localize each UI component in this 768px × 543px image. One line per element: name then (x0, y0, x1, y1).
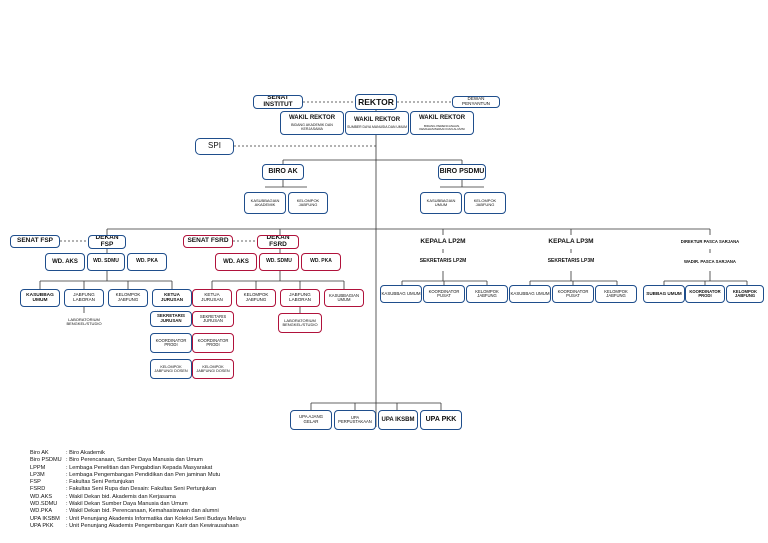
dewan-penyantun-box: DEWAN PENYANTUN (452, 96, 500, 108)
biro-psdmu-kelompok-box: KELOMPOK JABFUNG (464, 192, 506, 214)
fsp-laboratorium-label: LABORATORIUM BENGKEL/STUDIO (66, 316, 102, 326)
fsrd-ketua-jurusan-box: KETUA JURUSAN (192, 289, 232, 307)
fsp-wd-pka-box: WD. PKA (127, 253, 167, 271)
legend-value: : Unit Penunjang Akademis Pengembangan K… (66, 522, 239, 529)
biro-ak-kasubbag-box: KASUBBAGIAN AKADEMIK (244, 192, 286, 214)
legend-value: : Biro Akademik (66, 450, 105, 456)
legend-value: : Fakultas Seni Rupa dan Desain: Fakulta… (66, 486, 217, 493)
legend-key: Biro AK (30, 450, 49, 456)
fsp-kelompok-dosen-box: KELOMPOK JABFUNG/ DOSEN (150, 359, 192, 379)
fsrd-wd-sdmu-box: WD. SDMU (259, 253, 299, 271)
senat-fsp-box: SENAT FSP (10, 235, 60, 248)
fsp-kelompok-jabfung-box: KELOMPOK JABFUNG (108, 289, 148, 307)
legend-value: : Unit Penunjang Akademis Informatika da… (66, 515, 246, 522)
legend-row: FSP : Fakultas Seni Pertunjukan (30, 479, 246, 486)
legend-key: WD.PKA (30, 508, 53, 515)
legend-row: Biro AK : Biro Akademik (30, 450, 246, 457)
legend-key: UPA PKK (30, 522, 54, 529)
fsp-sekretaris-jurusan-box: SEKRETARIS JURUSAN (150, 311, 192, 327)
legend-value: : Fakultas Seni Pertunjukan (66, 479, 135, 486)
fsp-wd-aks-box: WD. AKS (45, 253, 85, 271)
wakil-rektor-sub: BIDANG PERENCANAAN, KEMAHASISWAAN DAN AL… (419, 123, 465, 131)
fsrd-laboratorium-box: LABORATORIUM BENGKEL/STUDIO (278, 313, 322, 333)
fsp-jabfung-laboran-box: JABFUNG LABORAN (64, 289, 104, 307)
biro-psdmu-kasubbag-box: KASUBBAGIAN UMUM (420, 192, 462, 214)
lp3m-kasubbag-box: KASUBBAG UMUM (509, 285, 551, 303)
fsrd-wd-aks-box: WD. AKS (215, 253, 257, 271)
legend-key: FSRD (30, 486, 46, 493)
fsrd-wd-pka-box: WD. PKA (301, 253, 341, 271)
wakil-rektor-title: WAKIL REKTOR (288, 114, 336, 121)
legend-key: UPA IKSBM (30, 515, 60, 522)
legend-value: : Lembaga Pengembangan Pendidikan dan Pe… (66, 471, 221, 478)
upa-iksbm-box: UPA IKSBM (378, 410, 418, 430)
lp2m-kasubbag-box: KASUBBAG UMUM (380, 285, 422, 303)
legend-row: UPA PKK : Unit Penunjang Akademis Pengemb… (30, 523, 246, 530)
legend-row: LPPM : Lembaga Penelitian dan Pengabdian … (30, 465, 246, 472)
biro-ak-kelompok-box: KELOMPOK JABFUNG (288, 192, 328, 214)
lp3m-koordinator-box: KOORDINATOR PUSAT (552, 285, 594, 303)
legend-value: : Wakil Dekan bid. Akademis dan Kerjasam… (66, 493, 176, 500)
legend-row: FSRD : Fakultas Seni Rupa dan Desain: Fak… (30, 486, 246, 493)
wakil-rektor-title: WAKIL REKTOR (418, 115, 466, 122)
dekan-fsp-box: DEKAN FSP (88, 235, 126, 249)
legend-value: : Lembaga Penelitian dan Pengabdian Kepa… (66, 464, 213, 471)
senat-institut-box: SENAT INSTITUT (253, 95, 303, 109)
senat-fsrd-box: SENAT FSRD (183, 235, 233, 248)
wakil-rektor-perencanaan-box: WAKIL REKTOR BIDANG PERENCANAAN, KEMAHAS… (410, 111, 474, 135)
legend-row: WD.SDMU : Wakil Dekan Sumber Daya Manusia… (30, 501, 246, 508)
wakil-rektor-sdm-box: WAKIL REKTOR SUMBER DAYA MANUSIA DAN UMU… (345, 111, 409, 135)
legend-value: : Wakil Dekan bid. Perencanaan, Kemahasi… (66, 508, 219, 515)
lp3m-kelompok-box: KELOMPOK JABFUNG (595, 285, 637, 303)
legend-row: LP3M : Lembaga Pengembangan Pendidikan da… (30, 472, 246, 479)
spi-box: SPI (195, 138, 234, 155)
upa-pkk-box: UPA PKK (420, 410, 462, 430)
pasca-koordinator-box: KOORDINATOR PRODI (685, 285, 725, 303)
dekan-fsrd-box: DEKAN FSRD (257, 235, 299, 249)
fsp-koordinator-prodi-box: KOORDINATOR PRODI (150, 333, 192, 353)
sekretaris-lp2m-label: SEKRETARIS LP2M (419, 258, 467, 265)
pasca-kelompok-box: KELOMPOK JABFUNG (726, 285, 764, 303)
pasca-subbag-box: SUBBAG UMUM (643, 285, 685, 303)
kepala-lp3m-label: KEPALA LP3M (548, 237, 594, 245)
legend-value: : Biro Perencanaan, Sumber Daya Manusia … (66, 457, 203, 464)
upa-ajang-gelar-box: UPA AJANG GELAR (290, 410, 332, 430)
wakil-rektor-sub: SUMBER DAYA MANUSIA DAN UMUM (347, 124, 407, 129)
fsp-kasubbag-umum-box: KASUBBAG UMUM (20, 289, 60, 307)
fsrd-kelompok-dosen-box: KELOMPOK JABFUNG/ DOSEN (192, 359, 234, 379)
lp2m-koordinator-box: KOORDINATOR PUSAT (423, 285, 465, 303)
wakil-rektor-title: WAKIL REKTOR (353, 116, 401, 123)
kepala-lp2m-label: KEPALA LP2M (420, 237, 466, 245)
fsrd-kelompok-jabfung-box: KELOMPOK JABFUNG (236, 289, 276, 307)
fsrd-sekretaris-jurusan-box: SEKRETARIS JURUSAN (192, 311, 234, 327)
legend-key: LPPM (30, 464, 46, 471)
legend-row: UPA IKSBM : Unit Penunjang Akademis Infor… (30, 516, 246, 523)
fsrd-jabfung-laboran-box: JABFUNG LABORAN (280, 289, 320, 307)
legend-row: WD.AKS : Wakil Dekan bid. Akademis dan Ke… (30, 494, 246, 501)
legend-key: LP3M (30, 471, 45, 478)
direktur-pasca-label: DIREKTUR PASCA SARJANA (680, 238, 740, 244)
biro-psdmu-box: BIRO PSDMU (438, 164, 486, 180)
legend-key: Biro PSDMU (30, 457, 62, 464)
legend-key: WD.AKS (30, 493, 53, 500)
legend-row: Biro PSDMU : Biro Perencanaan, Sumber Day… (30, 457, 246, 464)
legend-row: WD.PKA : Wakil Dekan bid. Perencanaan, Ke… (30, 508, 246, 515)
lp2m-kelompok-box: KELOMPOK JABFUNG (466, 285, 508, 303)
legend-key: FSP (30, 479, 41, 486)
legend-value: : Wakil Dekan Sumber Daya Manusia dan Um… (66, 501, 188, 508)
fsp-wd-sdmu-box: WD. SDMU (87, 253, 125, 271)
rektor-box: REKTOR (355, 94, 397, 110)
wakil-rektor-akademik-box: WAKIL REKTOR BIDANG AKADEMIK DAN KERJASA… (280, 111, 344, 135)
biro-ak-box: BIRO AK (262, 164, 304, 180)
fsp-ketua-jurusan-box: KETUA JURUSAN (152, 289, 192, 307)
abbreviation-legend: Biro AK : Biro Akademik Biro PSDMU : Biro … (30, 450, 246, 530)
fsrd-koordinator-prodi-box: KOORDINATOR PRODI (192, 333, 234, 353)
sekretaris-lp3m-label: SEKRETARIS LP3M (547, 258, 595, 265)
legend-key: WD.SDMU (30, 501, 58, 508)
wadir-pasca-label: WADIR. PASCA SARJANA (684, 258, 736, 264)
fsrd-kasubbag-umum-box: KASUBBAGIAN UMUM (324, 289, 364, 307)
upa-perpustakaan-box: UPA PERPUSTAKAAN (334, 410, 376, 430)
wakil-rektor-sub: BIDANG AKADEMIK DAN KERJASAMA (291, 122, 333, 131)
